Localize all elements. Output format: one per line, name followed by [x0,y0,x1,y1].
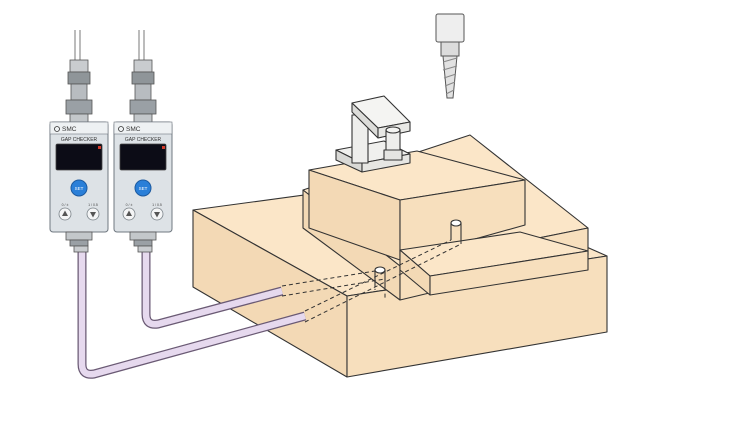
brand-logo: SMC [62,126,77,133]
brand-logo: SMC [126,126,141,133]
up-arrow-icon [62,210,68,216]
right-button-label: 1 / 0.5 [152,203,162,207]
gap-sensor-2: SMC GAP CHECKER SET 0 / ± 1 / 0.5 [113,30,173,253]
sensor-fitting [65,231,93,253]
sensor-connector [65,59,93,123]
right-button-label: 1 / 0.5 [88,203,98,207]
product-name: GAP CHECKER [61,137,98,143]
drill-bit-icon [435,13,465,99]
set-button[interactable] [134,179,152,197]
brand-logo-mark [118,126,124,132]
set-button-label: SET [75,186,84,191]
air-tubes [77,248,307,379]
set-button-label: SET [139,186,148,191]
up-arrow-icon [126,210,132,216]
sensor-fitting [129,231,157,253]
down-arrow-icon [90,212,96,218]
sensor-connector [129,59,157,123]
brand-logo-mark [54,126,60,132]
fixture-blocks [192,95,608,378]
clamp [335,95,411,173]
set-button[interactable] [70,179,88,197]
sensor-display [55,143,103,171]
gap-sensor-1: SMC GAP CHECKER SET 0 / ± 1 / 0.5 [49,30,109,253]
down-arrow-icon [154,212,160,218]
bores [374,219,462,287]
left-button-label: 0 / ± [126,203,133,207]
sensor-cable [74,30,81,62]
left-button-label: 0 / ± [62,203,69,207]
sensor-cable [138,30,145,62]
sensor-display [119,143,167,171]
hidden-air-channels [281,226,462,323]
product-name: GAP CHECKER [125,137,162,143]
